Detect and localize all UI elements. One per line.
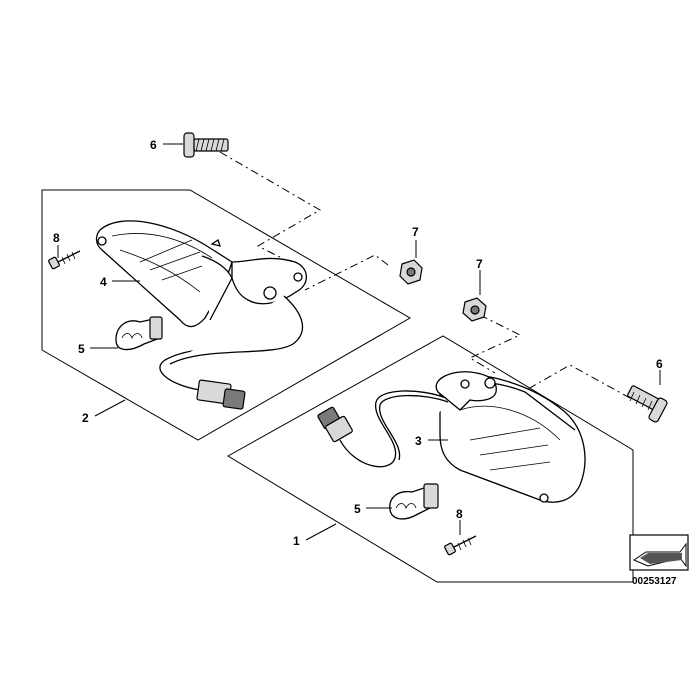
- callout-7-a: 7: [412, 225, 419, 239]
- leader-lines: [57, 143, 661, 541]
- nut-part-7-a: [399, 259, 423, 285]
- connector-left: [196, 379, 246, 410]
- callout-4: 4: [100, 275, 107, 289]
- bulb-part-5-right: [389, 483, 439, 520]
- assembly-lines: [219, 151, 631, 406]
- turn-signal-housing-left: [95, 220, 308, 328]
- callout-2: 2: [82, 411, 89, 425]
- screw-part-6-top: [183, 132, 229, 158]
- cable-left: [159, 295, 304, 391]
- callout-5-right: 5: [354, 502, 361, 516]
- cable-right: [339, 390, 449, 468]
- assembly-outline-1: [227, 335, 634, 583]
- assembly-outline-2: [41, 189, 411, 441]
- nut-part-7-b: [462, 297, 487, 322]
- bulb-part-5-left: [115, 316, 163, 351]
- callout-8-left: 8: [53, 231, 60, 245]
- screw-part-8-right: [444, 535, 477, 556]
- callout-6-top: 6: [150, 138, 157, 152]
- callout-6-right: 6: [656, 357, 663, 371]
- callout-8-right: 8: [456, 507, 463, 521]
- callout-3: 3: [415, 434, 422, 448]
- diagram-code: 00253127: [632, 576, 677, 587]
- screw-part-8-left: [48, 250, 81, 270]
- connector-right: [317, 406, 353, 443]
- turn-signal-housing-right: [435, 371, 586, 503]
- arrow-next-page-icon[interactable]: [629, 534, 689, 571]
- callout-1: 1: [293, 534, 300, 548]
- callout-7-b: 7: [476, 257, 483, 271]
- screw-part-6-right: [627, 385, 668, 423]
- callout-5-left: 5: [78, 342, 85, 356]
